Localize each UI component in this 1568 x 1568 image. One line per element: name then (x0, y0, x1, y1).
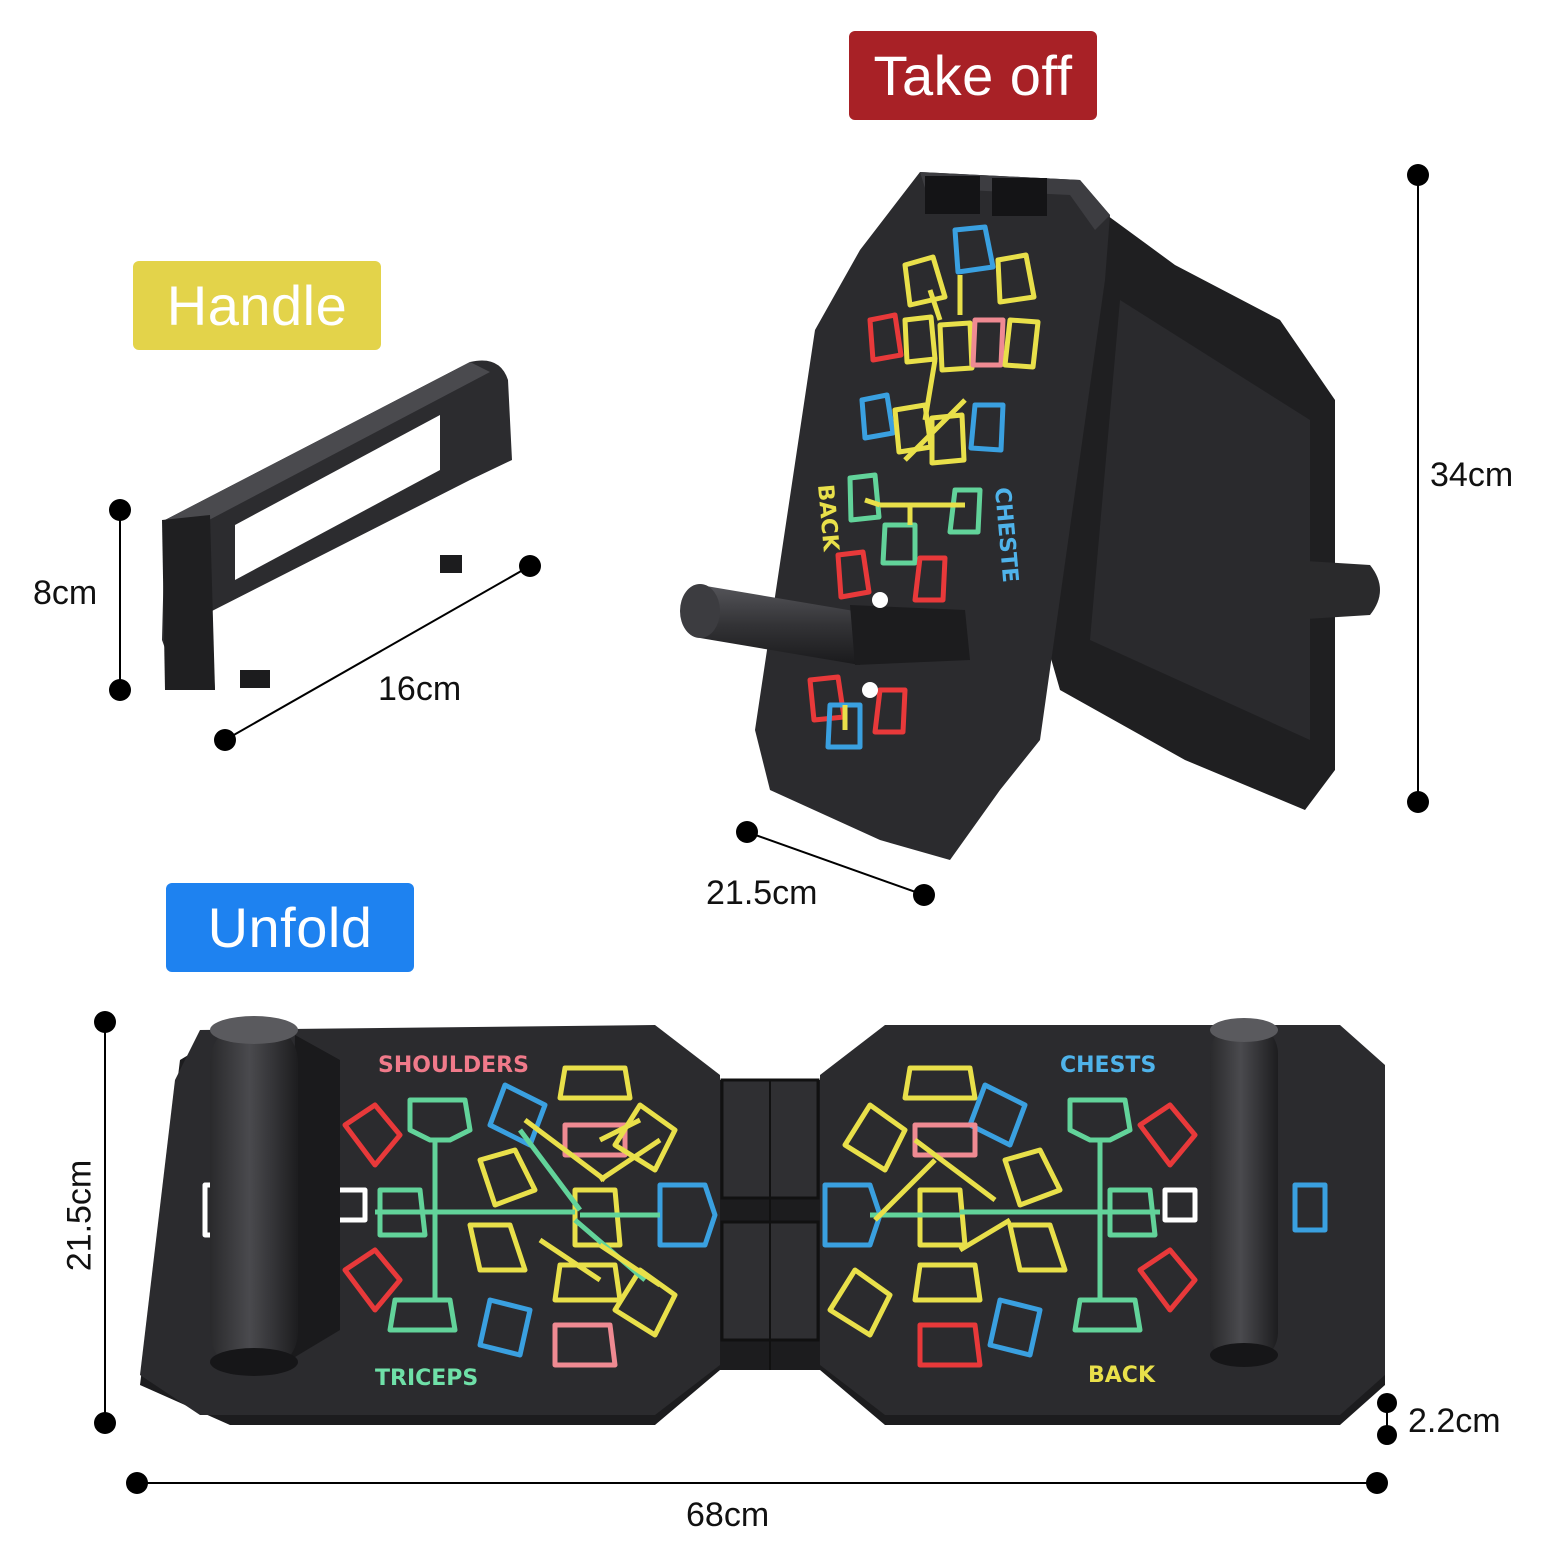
unfold-badge: Unfold (166, 883, 414, 972)
unfold-width-label: 21.5cm (60, 1159, 99, 1272)
handle-product (162, 360, 512, 690)
shoulders-label: SHOULDERS (378, 1053, 529, 1078)
triceps-label: TRICEPS (375, 1366, 478, 1391)
handle-badge: Handle (133, 261, 381, 350)
folded-board: BACK CHESTE (680, 172, 1380, 860)
handle-length-label: 16cm (378, 670, 462, 708)
unfold-thickness-label: 2.2cm (1408, 1402, 1501, 1440)
unfolded-board: SHOULDERS TRICEPS CHESTS BACK (140, 1016, 1385, 1425)
take-off-badge: Take off (849, 31, 1097, 120)
chests-label: CHESTS (1060, 1053, 1156, 1078)
folded-back-label: BACK (812, 483, 843, 553)
handle-height-label: 8cm (33, 574, 98, 612)
folded-height-label: 34cm (1430, 456, 1514, 494)
back-label: BACK (1088, 1363, 1156, 1388)
unfold-length-label: 68cm (686, 1496, 770, 1534)
folded-width-label: 21.5cm (706, 874, 818, 912)
left-grip (210, 1016, 340, 1376)
right-grip (1210, 1018, 1278, 1367)
